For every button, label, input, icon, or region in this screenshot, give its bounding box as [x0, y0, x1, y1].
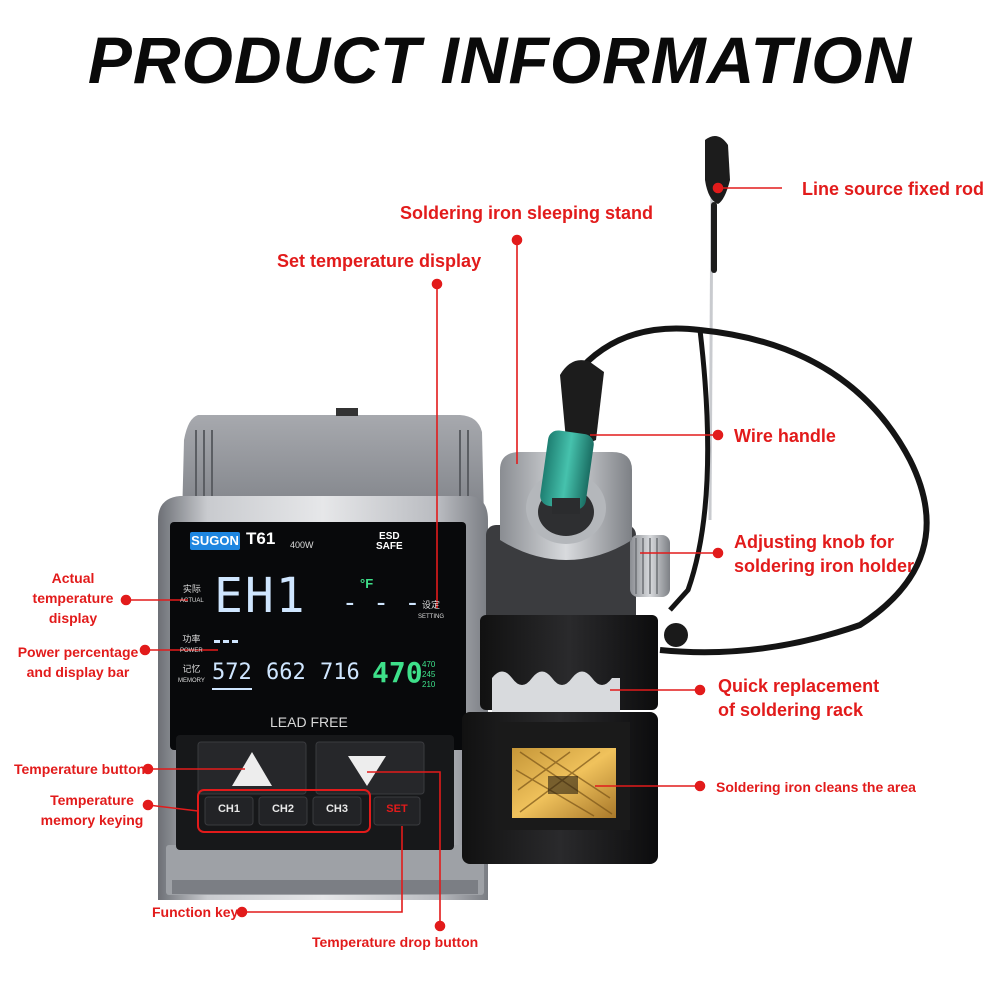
unit-indicator: °F	[360, 576, 374, 591]
label-set-temp-display: Set temperature display	[277, 251, 482, 271]
iron-handle	[540, 136, 930, 656]
memory-active-value: 470	[372, 656, 423, 689]
label-temperature-button: Temperature button	[14, 761, 146, 777]
leader-lines	[120, 182, 782, 932]
lead-free-label: LEAD FREE	[270, 714, 348, 730]
memory-ch2-value: 662	[266, 660, 306, 685]
memory-ch1-value: 572	[212, 660, 252, 685]
set-button[interactable]: SET	[386, 803, 408, 815]
page-title: PRODUCT INFORMATION	[87, 23, 913, 97]
label-temperature-drop-button: Temperature drop button	[312, 934, 479, 950]
ch2-button[interactable]: CH2	[271, 803, 294, 815]
station-body	[158, 408, 488, 900]
power-bar-seg	[214, 640, 220, 643]
label-line-source-rod: Line source fixed rod	[802, 179, 985, 199]
ch3-button[interactable]: CH3	[325, 803, 348, 815]
label-cleans-area: Soldering iron cleans the area	[716, 779, 916, 795]
down-arrow-icon[interactable]	[348, 756, 386, 786]
label-function-key: Function key	[152, 904, 239, 920]
set-temperature-readout: - - -	[342, 588, 421, 618]
up-arrow-icon[interactable]	[232, 752, 272, 786]
label-sleeping-stand: Soldering iron sleeping stand	[400, 203, 654, 223]
power-rating: 400W	[290, 540, 314, 550]
power-bar-seg	[232, 640, 238, 643]
memory-ch3-value: 716	[320, 660, 360, 685]
memory-selected-underline	[212, 688, 252, 690]
label-wire-handle: Wire handle	[734, 426, 836, 446]
actual-temperature-readout: EH1	[214, 568, 307, 624]
model-label: T61	[246, 529, 276, 548]
power-bar-seg	[223, 640, 229, 643]
brand-badge: SUGON	[190, 532, 240, 550]
ch1-button[interactable]: CH1	[217, 803, 240, 815]
